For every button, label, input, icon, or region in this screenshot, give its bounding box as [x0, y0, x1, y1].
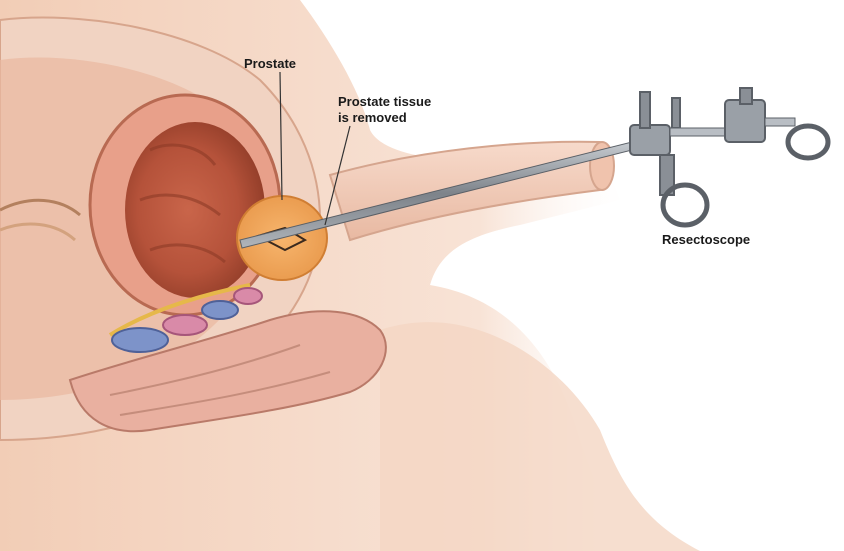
label-resectoscope: Resectoscope [662, 232, 750, 248]
label-prostate: Prostate [244, 56, 296, 72]
label-tissue-removed: Prostate tissue is removed [338, 94, 431, 126]
bladder [90, 95, 280, 315]
